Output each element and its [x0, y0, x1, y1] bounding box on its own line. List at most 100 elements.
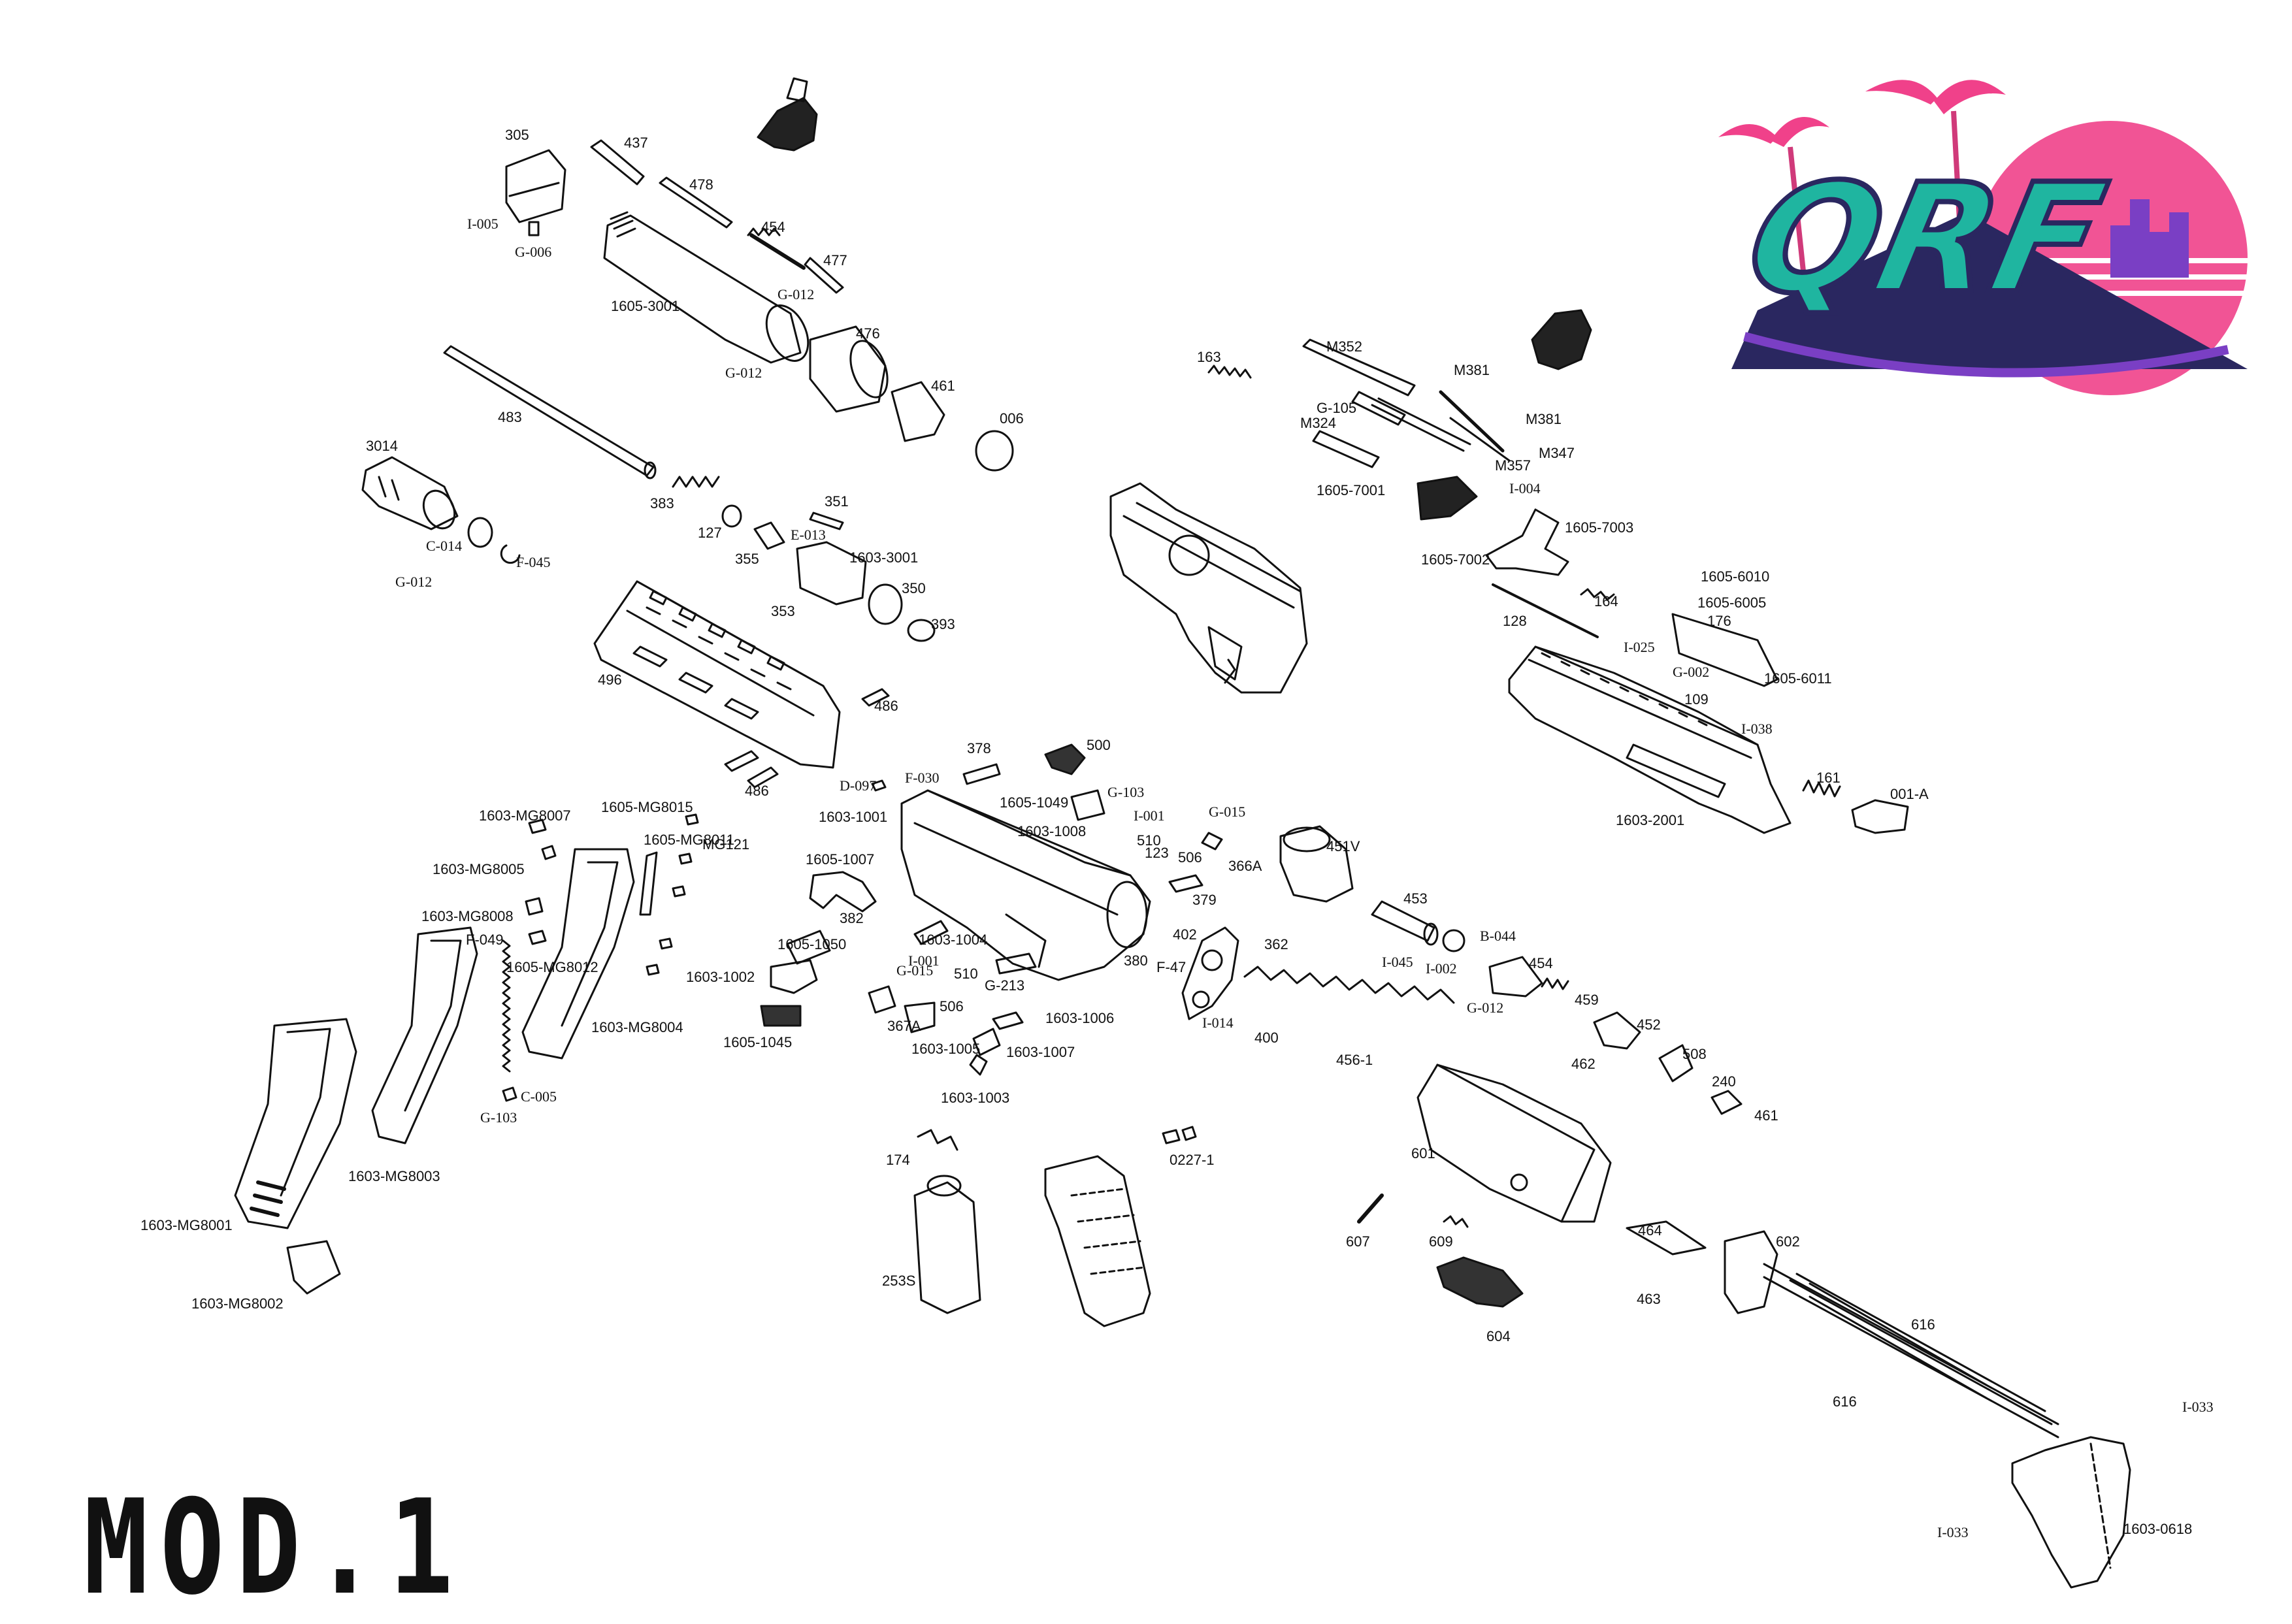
part-label: G-012	[778, 286, 815, 302]
part-label: 604	[1486, 1328, 1511, 1344]
part-label: 1603-MG8004	[591, 1019, 683, 1035]
part-label: 510	[954, 966, 978, 982]
part-label: 366A	[1228, 858, 1262, 874]
part-label: I-045	[1382, 954, 1413, 970]
lower-receiver-part	[900, 789, 1151, 981]
part-label: I-038	[1741, 721, 1773, 737]
muzzle-sleeve-part	[891, 381, 1014, 472]
part-label: 506	[1178, 849, 1202, 866]
part-label: G-012	[395, 574, 433, 590]
part-label: F-049	[466, 932, 504, 948]
logo-text: QRF	[1734, 151, 2118, 326]
part-label: 1603-MG8005	[433, 861, 525, 877]
part-label: 496	[598, 672, 622, 688]
part-label: G-105	[1317, 400, 1357, 416]
part-label: 453	[1403, 890, 1428, 907]
part-label: F-030	[905, 770, 940, 786]
part-label: 1603-MG8008	[421, 908, 514, 924]
magazine-part-8001	[234, 1018, 357, 1229]
stock-latch-part	[1357, 1194, 1707, 1308]
magazine-part-8003	[371, 926, 478, 1145]
inner-barrel-part	[443, 345, 657, 479]
part-label: 1603-1003	[941, 1090, 1010, 1106]
part-label: F-47	[1156, 959, 1187, 975]
part-label: G-015	[896, 962, 934, 979]
part-label: G-012	[1467, 999, 1504, 1016]
part-label: 393	[931, 616, 955, 632]
part-label: G-103	[480, 1109, 517, 1126]
spring-163	[1207, 365, 1252, 379]
part-label: I-025	[1624, 639, 1655, 655]
part-label: G-012	[725, 365, 762, 381]
part-label: G-213	[985, 977, 1025, 994]
part-label: 3014	[366, 438, 398, 454]
part-label: 163	[1197, 349, 1221, 365]
part-label: 1605-1049	[1000, 794, 1069, 811]
outer-barrel-part	[603, 211, 810, 364]
stock-frame-part	[1724, 1230, 2059, 1438]
cover-plate-part	[1302, 338, 1511, 521]
part-label: 128	[1503, 613, 1527, 629]
magazine-part-8004	[521, 848, 658, 1060]
part-label: 402	[1173, 926, 1197, 943]
part-label: C-014	[426, 538, 462, 554]
part-label: 1605-MG8011	[644, 832, 735, 848]
part-label: 1605-7002	[1421, 551, 1490, 568]
part-label: 616	[1833, 1393, 1857, 1410]
part-label: 382	[840, 910, 864, 926]
part-label: 1603-MG8007	[479, 807, 571, 824]
pistol-grip-part	[1044, 1126, 1197, 1327]
rear-sight-part	[1531, 309, 1592, 370]
gearbox-part	[1109, 482, 1308, 694]
part-label: 437	[624, 135, 648, 151]
part-label: G-103	[1107, 784, 1145, 800]
part-label: E-013	[791, 527, 826, 543]
part-label: F-045	[516, 554, 551, 570]
part-label: 506	[940, 998, 964, 1015]
part-label: 1603-MG8001	[140, 1217, 233, 1233]
part-label: M324	[1300, 415, 1337, 431]
part-label: 174	[886, 1152, 910, 1168]
part-label: 510	[1137, 832, 1161, 849]
part-label: 486	[745, 783, 769, 799]
part-label: 461	[931, 378, 955, 394]
hop-up-chamber-part	[753, 512, 936, 642]
part-label: 1605-MG8012	[506, 959, 598, 975]
part-label: 601	[1411, 1145, 1435, 1161]
flash-hider-part	[361, 456, 521, 564]
buffer-tube-part	[1416, 1064, 1612, 1223]
part-label: 109	[1684, 691, 1709, 707]
part-label: 463	[1637, 1291, 1661, 1307]
part-label: 602	[1776, 1233, 1800, 1250]
part-label: 483	[498, 409, 522, 425]
part-label: 351	[825, 493, 849, 510]
model-title: MOD.1	[84, 1472, 465, 1624]
part-label: 454	[761, 219, 785, 235]
part-label: 1605-MG8015	[601, 799, 693, 815]
part-label: 500	[1087, 737, 1111, 753]
part-label: 1603-1004	[919, 932, 988, 948]
cylinder-head-part	[1279, 825, 1354, 903]
front-sight-part	[757, 77, 818, 152]
gas-block-part	[505, 149, 566, 236]
part-label: 379	[1192, 892, 1217, 908]
butt-pad-part	[2011, 1436, 2131, 1589]
part-label: 1605-1007	[806, 851, 875, 868]
part-label: 378	[967, 740, 991, 756]
part-label: 1605-6005	[1697, 594, 1767, 611]
magazine-spring-part	[502, 939, 511, 1073]
magazine-small-parts	[502, 813, 699, 1102]
part-label: 1603-1001	[819, 809, 888, 825]
part-label: 1603-MG8003	[348, 1168, 440, 1184]
part-label: G-006	[515, 244, 552, 260]
part-label: I-002	[1426, 960, 1457, 977]
upper-receiver-part	[1508, 645, 1792, 834]
part-label: 1605-1050	[778, 936, 847, 952]
part-label: 1603-1006	[1045, 1010, 1115, 1026]
part-label: 362	[1264, 936, 1288, 952]
part-label: 452	[1637, 1016, 1661, 1033]
part-label: I-014	[1202, 1015, 1234, 1031]
magazine-part-8002	[286, 1240, 341, 1295]
